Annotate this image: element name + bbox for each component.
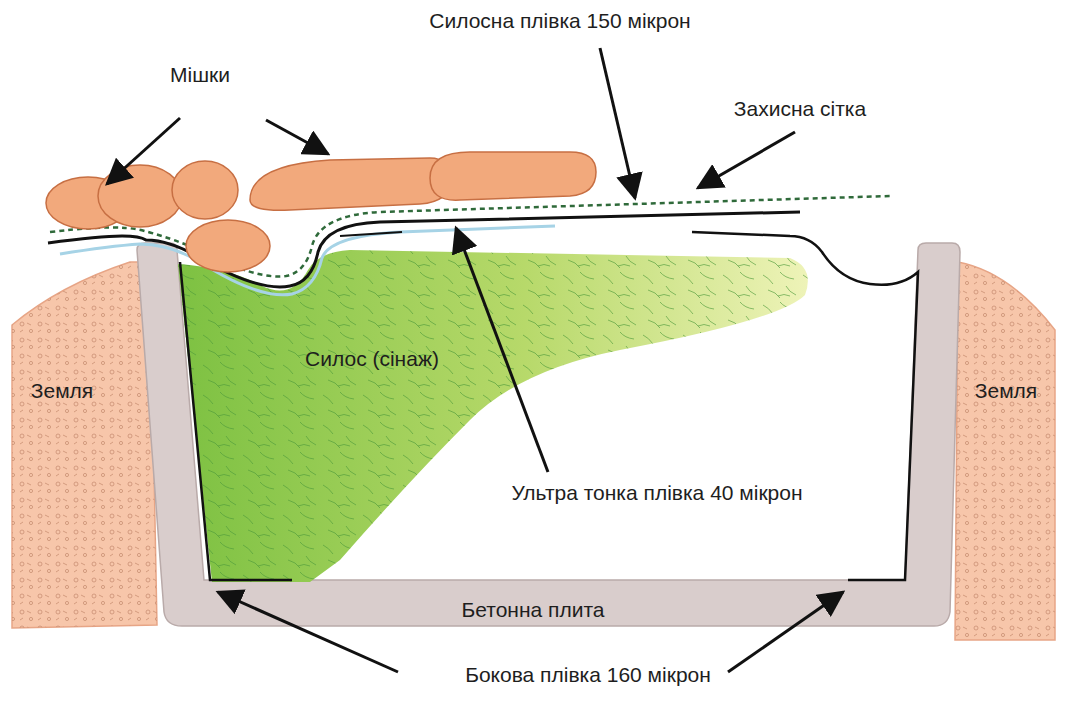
side-film-right bbox=[692, 232, 918, 580]
silage-label: Силос (сінаж) bbox=[305, 346, 439, 371]
earth-label: Земля bbox=[975, 378, 1037, 403]
slab-label: Бетонна плита bbox=[462, 597, 605, 622]
earth-left bbox=[12, 262, 157, 628]
film-label: Бокова плівка 160 мікрон bbox=[465, 662, 711, 687]
bags-label: Мішки bbox=[170, 62, 230, 87]
earth-right bbox=[955, 262, 1055, 640]
side-film-left bbox=[180, 262, 292, 580]
film-label: Силосна плівка 150 мікрон bbox=[429, 8, 690, 33]
earth-label: Земля bbox=[31, 378, 93, 403]
net-label: Захисна сітка bbox=[734, 96, 866, 121]
bags bbox=[46, 152, 596, 272]
concrete-slab bbox=[137, 243, 960, 626]
film-label: Ультра тонка плівка 40 мікрон bbox=[511, 480, 802, 505]
silage bbox=[178, 250, 808, 582]
leader-arrows bbox=[107, 48, 843, 672]
